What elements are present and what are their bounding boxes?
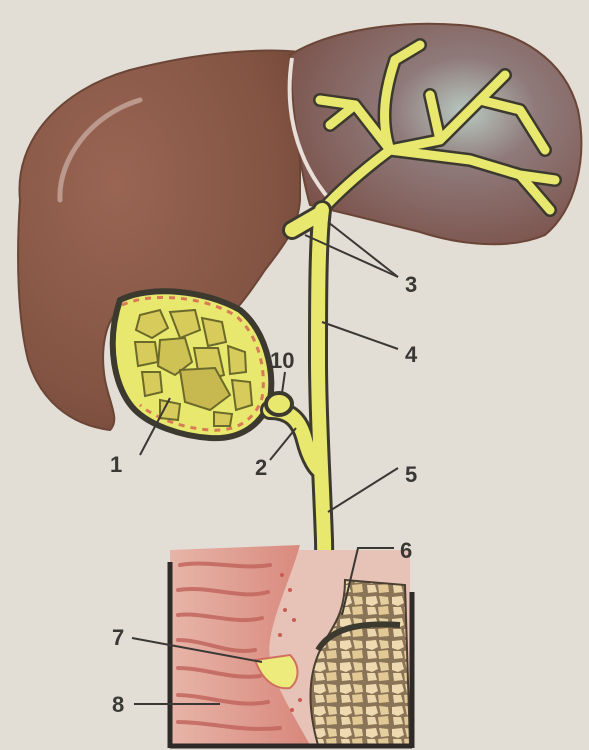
label-6: 6 <box>400 538 412 563</box>
label-10: 10 <box>270 348 294 373</box>
label-8: 8 <box>112 692 124 717</box>
label-2: 2 <box>255 455 267 480</box>
label-5: 5 <box>405 462 417 487</box>
cystic-sphincter <box>266 393 292 415</box>
label-3: 3 <box>405 272 417 297</box>
duodenum-section <box>170 545 412 748</box>
label-7: 7 <box>112 625 124 650</box>
label-4: 4 <box>405 342 418 367</box>
label-1: 1 <box>110 452 122 477</box>
